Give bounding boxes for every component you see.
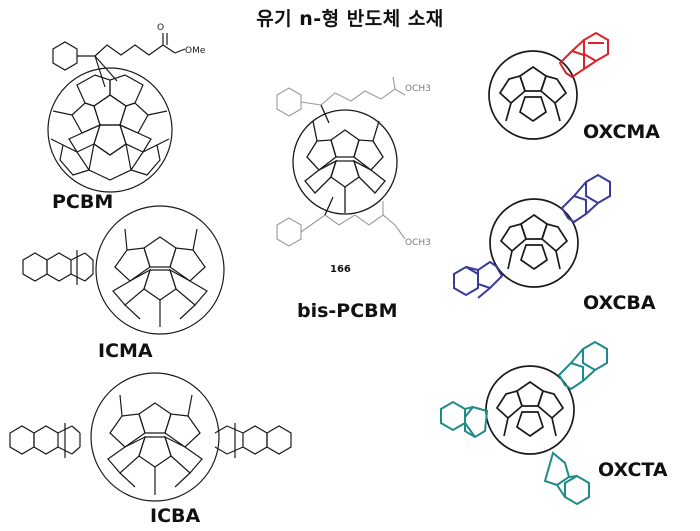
oxcta-label: OXCTA xyxy=(598,459,668,481)
page-title: 유기 n-형 반도체 소재 xyxy=(256,8,444,30)
oxcma-label: OXCMA xyxy=(583,121,661,143)
pcbm-structure: OMe O xyxy=(47,23,206,193)
bis-pcbm-och3-bottom: OCH3 xyxy=(405,238,431,248)
pcbm-ome-text: OMe xyxy=(185,46,206,56)
bis-pcbm-label: bis-PCBM xyxy=(297,300,398,322)
oxcma-structure xyxy=(488,31,609,140)
icba-label: ICBA xyxy=(150,505,201,527)
svg-text:O: O xyxy=(157,23,164,33)
bis-pcbm-och3-top: OCH3 xyxy=(405,84,431,94)
oxcba-label: OXCBA xyxy=(583,292,656,314)
icma-structure xyxy=(22,205,225,335)
oxcta-structure xyxy=(440,340,608,506)
bis-pcbm-structure: OCH3 OCH3 xyxy=(276,76,431,248)
icma-label: ICMA xyxy=(98,340,153,362)
icba-structure xyxy=(9,372,292,502)
bis-pcbm-compound-number: 166 xyxy=(330,264,351,275)
pcbm-label: PCBM xyxy=(52,191,114,213)
oxcba-structure xyxy=(453,173,611,299)
